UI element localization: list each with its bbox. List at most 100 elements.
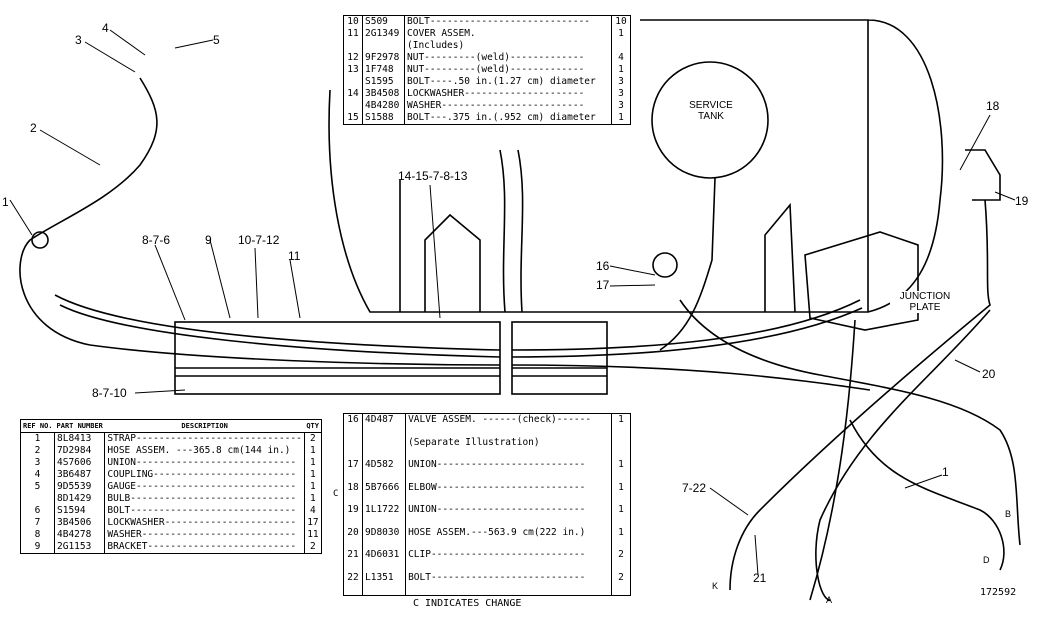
cell-qty: 4: [618, 52, 624, 63]
hose-20: [729, 199, 991, 591]
col-ref-no: REF NO.: [20, 419, 55, 433]
cell-desc: HOSE ASSEM. ---365.8 cm(144 in.): [104, 445, 305, 457]
cell-part: [362, 436, 407, 460]
cell-desc: VALVE ASSEM. ------(check)------: [405, 413, 612, 437]
callout-5: 5: [213, 33, 220, 47]
callout-3: 3: [75, 33, 82, 47]
callout-B: B: [1005, 509, 1011, 519]
cell-part: 8L8413: [54, 432, 106, 445]
service-tank-label-line1: SERVICE: [689, 100, 733, 111]
cell-part: 3B4508: [362, 88, 405, 100]
cell-qty: 1: [310, 493, 316, 504]
cell-qty: 1: [310, 445, 316, 456]
cell-ref: 14: [343, 88, 363, 100]
cell-ref: [343, 436, 363, 460]
cell-part: 5B7666: [362, 481, 407, 505]
cell-qty: [612, 40, 631, 52]
cell-desc: GAUGE----------------------------: [104, 481, 305, 493]
cell-ref: 15: [343, 112, 363, 125]
service-tank-label-line2: TANK: [698, 111, 724, 122]
cell-part: 1L1722: [362, 504, 407, 527]
cell-ref: 2: [20, 445, 56, 457]
cell-qty: 11: [307, 529, 319, 540]
cell-part: S1588: [362, 112, 405, 125]
callout-19: 19: [1015, 194, 1029, 208]
cell-desc: UNION--------------------------: [405, 459, 612, 482]
cell-ref: 1: [20, 432, 56, 445]
col-description: DESCRIPTION: [104, 419, 305, 433]
cell-ref: [343, 40, 363, 52]
callout-9: 9: [205, 233, 212, 247]
cell-desc: WASHER---------------------------: [104, 529, 305, 541]
cell-ref: 8: [20, 529, 56, 541]
cell-desc: BRACKET--------------------------: [104, 541, 305, 554]
callout-2: 2: [30, 121, 37, 135]
cell-qty: 1: [618, 526, 624, 538]
cell-ref: 17: [343, 459, 363, 482]
cell-part: 3B4506: [54, 517, 106, 529]
cell-ref: 11: [343, 28, 363, 40]
cell-desc: UNION--------------------------: [405, 504, 612, 527]
callout-14-15-7-8-13: 14-15-7-8-13: [398, 169, 468, 183]
junction-plate-label-line1: JUNCTION: [899, 291, 951, 302]
cell-ref: 9: [20, 541, 56, 554]
cell-qty: 3: [618, 88, 624, 99]
cell-part: 4B4280: [362, 100, 405, 112]
cell-part: L1351: [362, 571, 407, 596]
cell-ref: 13: [343, 64, 363, 76]
callout-8-7-10: 8-7-10: [92, 386, 127, 400]
cell-part: 9D8030: [362, 526, 407, 550]
cell-ref: 20: [343, 526, 363, 550]
cell-qty: 3: [618, 76, 624, 87]
junction-plate-label-line2: PLATE: [909, 302, 941, 313]
tank-outline: [328, 19, 944, 313]
cell-part: 2G1349: [362, 28, 405, 40]
cell-ref: 5: [20, 481, 56, 493]
cell-ref: 6: [20, 505, 56, 517]
callout-A: A: [826, 595, 832, 605]
callout-K: K: [712, 581, 718, 591]
cell-qty: 1: [618, 28, 624, 39]
cell-ref: 4: [20, 469, 56, 481]
cell-part: S509: [362, 15, 405, 28]
cell-desc: NUT---------(weld)-------------: [404, 52, 612, 64]
drawing-number: 172592: [980, 587, 1017, 598]
table-row: (Separate Illustration): [343, 436, 631, 460]
cell-desc: COUPLING-------------------------: [104, 469, 305, 481]
cell-qty: 1: [618, 414, 624, 425]
cell-desc: STRAP-----------------------------: [104, 432, 305, 445]
cell-qty: 2: [618, 549, 624, 561]
cell-qty: 1: [618, 112, 624, 123]
col-part-number: PART NUMBER: [54, 419, 105, 433]
cell-qty: 2: [310, 541, 316, 552]
cell-qty: 1: [618, 481, 624, 493]
cell-desc: BOLT----.50 in.(1.27 cm) diameter: [404, 76, 612, 88]
cell-qty: 1: [618, 504, 624, 516]
cell-desc: WASHER-------------------------: [404, 100, 612, 112]
cell-part: 9D5539: [54, 481, 106, 493]
cell-ref: 18: [343, 481, 363, 505]
cell-ref: 16: [343, 413, 363, 437]
cell-desc: COVER ASSEM.: [404, 28, 612, 40]
cell-ref: [343, 100, 363, 112]
cell-desc: BOLT---.375 in.(.952 cm) diameter: [404, 112, 612, 125]
cell-desc: LOCKWASHER---------------------: [404, 88, 612, 100]
hose-2: [19, 77, 501, 366]
